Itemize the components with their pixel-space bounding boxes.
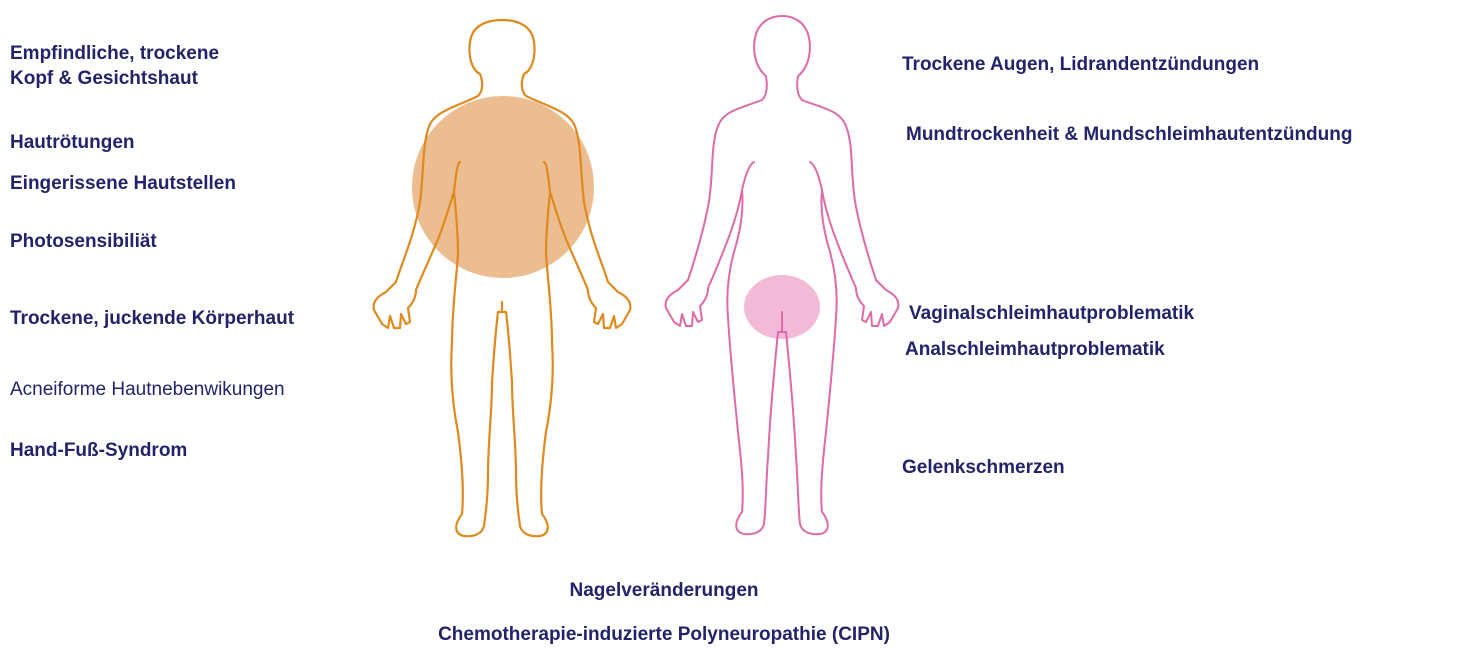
label-nail-changes: Nagelveränderungen [570,578,759,603]
label-dry-face-skin-line1: Empfindliche, trockene [10,41,219,66]
male-body-figure [360,12,650,547]
label-dry-itchy-body-skin: Trockene, juckende Körperhaut [10,306,294,331]
label-dry-eyes: Trockene Augen, Lidrandentzündungen [902,52,1259,77]
female-body-figure [650,12,910,547]
label-dry-face-skin: Empfindliche, trockene Kopf & Gesichtsha… [10,41,219,91]
label-cipn: Chemotherapie-induzierte Polyneuropathie… [438,622,890,647]
label-dry-face-skin-line2: Kopf & Gesichtshaut [10,66,219,91]
label-dry-mouth: Mundtrockenheit & Mundschleimhautentzünd… [906,122,1352,147]
label-hand-foot-syndrome: Hand-Fuß-Syndrom [10,438,187,463]
male-upper-body-highlight [412,96,594,278]
label-joint-pain: Gelenkschmerzen [902,455,1065,480]
label-photosensitivity: Photosensibiliät [10,229,157,254]
label-acneiform-side-effects: Acneiforme Hautnebenwikungen [10,377,285,402]
label-cracked-skin: Eingerissene Hautstellen [10,171,236,196]
label-skin-redness: Hautrötungen [10,130,135,155]
label-vaginal-mucosa: Vaginalschleimhautproblematik [909,301,1194,326]
label-anal-mucosa: Analschleimhautproblematik [905,337,1165,362]
